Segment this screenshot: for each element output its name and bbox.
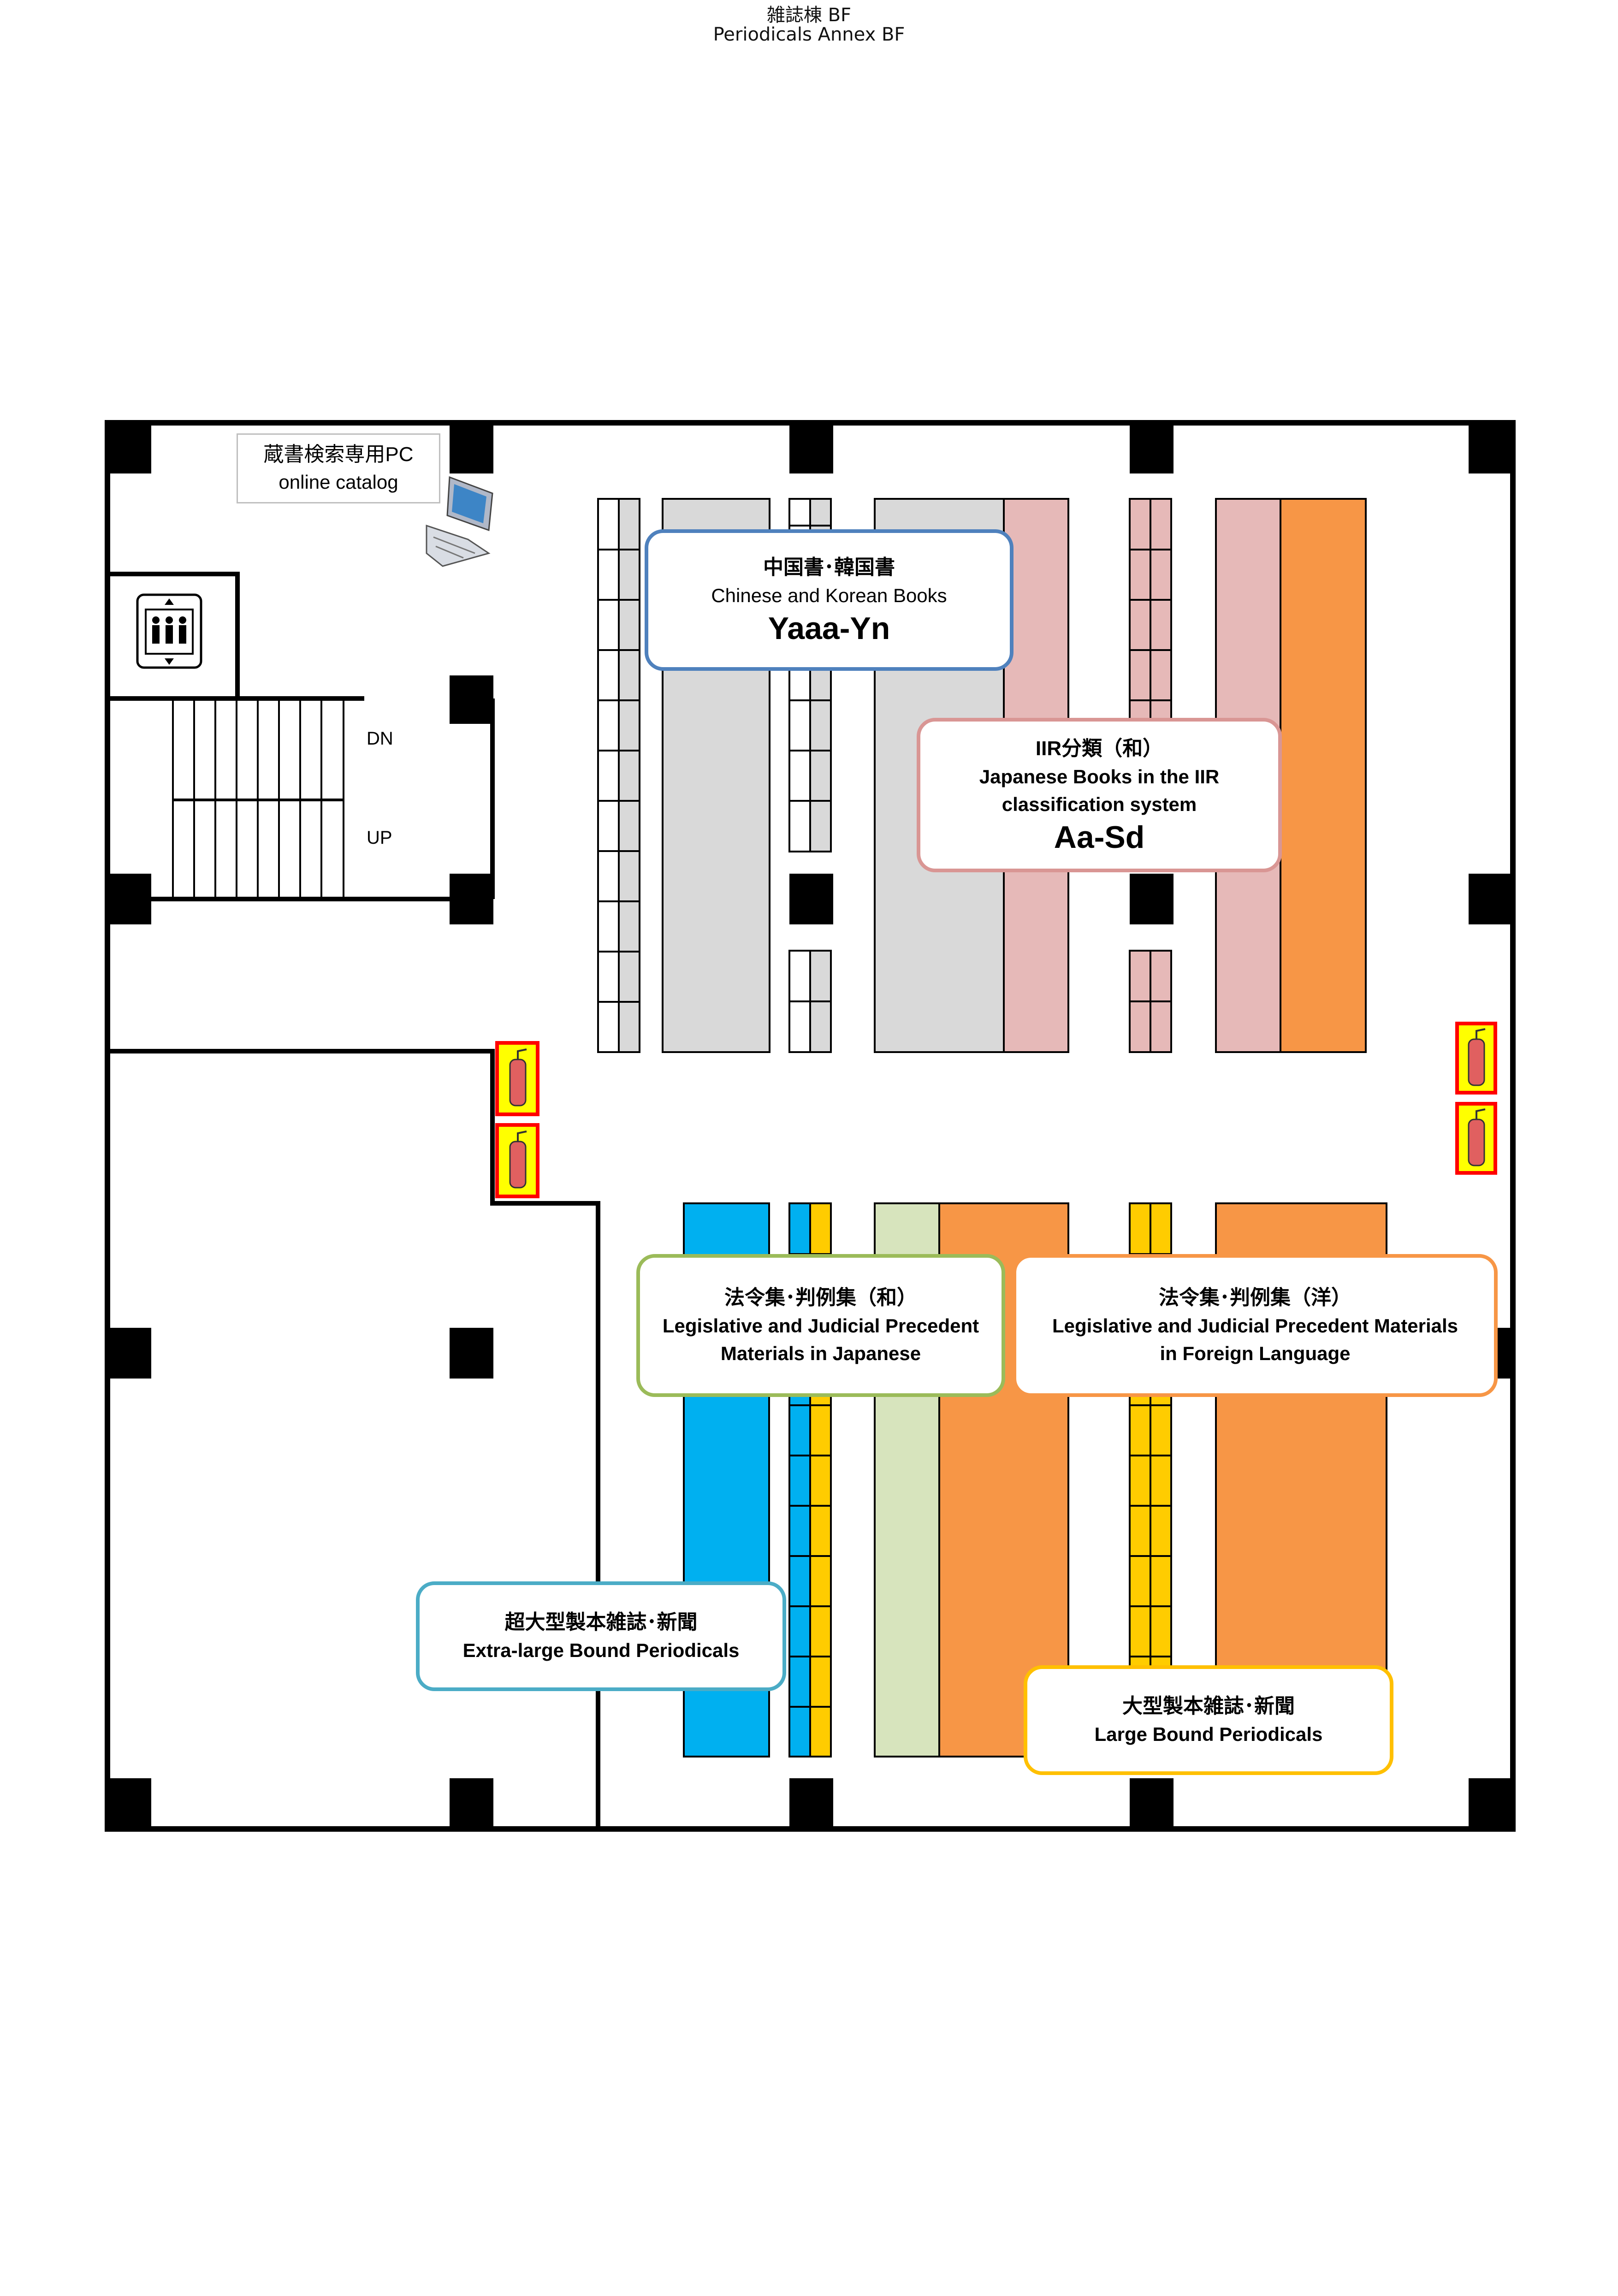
section-large: 大型製本雑誌･新聞 Large Bound Periodicals — [1024, 1665, 1393, 1775]
pillar — [107, 1328, 151, 1379]
section-iir: IIR分類（和） Japanese Books in the IIR class… — [917, 718, 1282, 872]
legal-japanese-label-en-2: Materials in Japanese — [720, 1343, 921, 1364]
pillar — [1130, 874, 1173, 924]
elevator-wall — [107, 572, 240, 698]
legal-japanese-label-ja: 法令集･判例集（和） — [724, 1286, 917, 1309]
fire-extinguisher-icon — [495, 1123, 539, 1198]
pillar — [450, 423, 493, 473]
stairs — [172, 698, 344, 900]
stairs-down-label: DN — [367, 728, 393, 749]
pillar — [1469, 874, 1513, 924]
map-title-ja: 雑誌棟 BF — [766, 5, 852, 26]
fire-extinguisher-icon — [495, 1041, 539, 1116]
pillar — [789, 1778, 833, 1829]
section-legal-japanese: 法令集･判例集（和） Legislative and Judicial Prec… — [636, 1254, 1005, 1397]
catalog-label: 蔵書検索専用PC online catalog — [237, 433, 440, 503]
section-chinese-korean: 中国書･韓国書 Chinese and Korean Books Yaaa-Yn — [645, 529, 1013, 671]
computer-icon — [426, 476, 493, 567]
iir-label-en-2: classification system — [1002, 793, 1197, 815]
catalog-label-ja: 蔵書検索専用PC — [263, 443, 414, 466]
chinese-korean-range: Yaaa-Yn — [768, 610, 890, 646]
pillar — [450, 675, 493, 724]
chinese-korean-label-ja: 中国書･韓国書 — [763, 556, 895, 579]
large-label-en: Large Bound Periodicals — [1094, 1723, 1323, 1745]
elevator-icon — [136, 593, 202, 669]
room-wall — [107, 1049, 600, 1829]
pillar — [107, 423, 151, 473]
stairs-up-label: UP — [367, 828, 392, 848]
legal-japanese-label-en-1: Legislative and Judicial Precedent — [662, 1315, 979, 1337]
catalog-label-en: online catalog — [279, 471, 398, 493]
fire-extinguisher-icon — [1455, 1102, 1497, 1175]
section-legal-foreign: 法令集･判例集（洋） Legislative and Judicial Prec… — [1013, 1254, 1498, 1397]
map-title-en: Periodicals Annex BF — [713, 24, 905, 45]
iir-label-ja: IIR分類（和） — [1035, 737, 1163, 760]
large-label-ja: 大型製本雑誌･新聞 — [1122, 1695, 1295, 1717]
shelf-column-upper-left — [597, 498, 640, 1053]
legal-foreign-label-en-1: Legislative and Judicial Precedent Mater… — [1052, 1315, 1458, 1337]
shelf-iir-c — [1280, 498, 1367, 1053]
extra-large-label-en: Extra-large Bound Periodicals — [462, 1639, 740, 1661]
pillar — [1469, 423, 1513, 473]
pillar — [107, 1778, 151, 1829]
pillar — [1130, 423, 1173, 473]
iir-range: Aa-Sd — [1054, 819, 1145, 855]
legal-foreign-label-en-2: in Foreign Language — [1160, 1343, 1351, 1364]
pillar — [450, 1778, 493, 1829]
chinese-korean-label-en: Chinese and Korean Books — [711, 584, 947, 606]
fire-extinguisher-icon — [1455, 1022, 1497, 1095]
pillar — [789, 423, 833, 473]
pillar — [1130, 1778, 1173, 1829]
section-extra-large: 超大型製本雑誌･新聞 Extra-large Bound Periodicals — [416, 1581, 786, 1691]
extra-large-label-ja: 超大型製本雑誌･新聞 — [504, 1611, 698, 1633]
legal-foreign-label-ja: 法令集･判例集（洋） — [1159, 1286, 1351, 1309]
iir-label-en-1: Japanese Books in the IIR — [979, 765, 1220, 787]
pillar — [789, 874, 833, 924]
pillar — [1469, 1778, 1513, 1829]
pillar — [450, 1328, 493, 1379]
